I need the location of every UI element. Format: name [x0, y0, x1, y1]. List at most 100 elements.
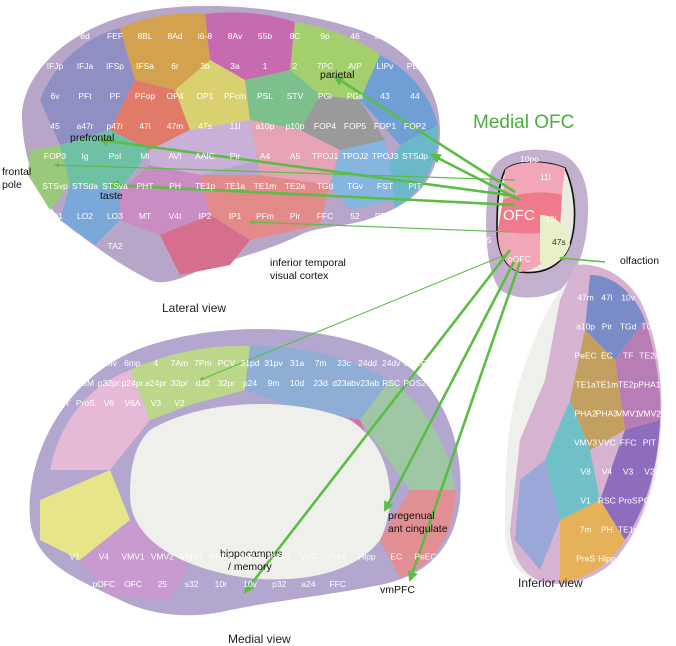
medial-region-label: 24dd — [358, 358, 377, 368]
inferior-region-label: PIT — [643, 437, 656, 447]
medial-region-label: 4 — [154, 358, 159, 368]
lateral-region-label: LBelt — [45, 241, 65, 251]
lateral-region-label: IP1 — [229, 211, 242, 221]
lateral-region-label: PFop — [135, 91, 156, 101]
label-hippo-1: hippocampus — [220, 548, 282, 560]
lateral-region-label: MBelt — [404, 211, 426, 221]
medial-region-label: 23c — [337, 358, 351, 368]
arrow-parietal — [333, 75, 516, 194]
medial-region-label: PHA2 — [239, 551, 261, 561]
lateral-region-label: PEF — [407, 61, 424, 71]
lateral-region-label: IP2 — [199, 211, 212, 221]
lateral-region-label: RI — [81, 241, 90, 251]
medial-region-label: SFL — [430, 358, 446, 368]
medial-region-label: VMV1 — [122, 551, 145, 561]
label-pregenual-2: ant cingulate — [388, 523, 448, 535]
inferior-region-label: TGv — [641, 321, 658, 331]
medial-region-label: 5L — [57, 358, 67, 368]
lateral-region-label: 45 — [50, 121, 60, 131]
inferior-region-label: V4 — [602, 466, 613, 476]
medial-region-label: RSC — [382, 378, 400, 388]
lateral-region-label: IFSa — [136, 61, 154, 71]
inferior-region-label: PeEC — [574, 350, 596, 360]
medial-region-label: DVT — [53, 398, 70, 408]
medial-region-label: V3 — [151, 398, 162, 408]
medial-region-label: 31a — [290, 358, 304, 368]
lateral-region-label: FOP3 — [44, 151, 66, 161]
medial-region-label: v23ab — [356, 378, 379, 388]
lateral-region-label: FFC — [317, 211, 334, 221]
lateral-region-label: FEF — [107, 31, 123, 41]
lateral-region-label: 8BL — [137, 31, 152, 41]
medial-region-label: 8BM — [77, 378, 94, 388]
lateral-region-label: 1 — [263, 61, 268, 71]
medial-region-label: V2 — [174, 398, 185, 408]
inferior-region-label: TE2p — [618, 379, 639, 389]
inferior-region-label: TE1m — [596, 379, 619, 389]
inferior-region-label: V3 — [623, 466, 634, 476]
arrow-pregenual — [383, 259, 517, 512]
roi-47s-label: 47s — [552, 237, 566, 247]
lateral-region-label: AIP — [348, 61, 362, 71]
lateral-region-label: A5 — [290, 151, 301, 161]
medial-region-label: SCEF — [403, 358, 426, 368]
lateral-region-label: 6a — [50, 31, 60, 41]
lateral-region-label: 47m — [167, 121, 184, 131]
inferior-region-label: EC — [601, 350, 613, 360]
lateral-region-label: PBelt — [375, 211, 396, 221]
lateral-region-label: 44 — [410, 91, 420, 101]
medial-region-label: d23ab — [332, 378, 356, 388]
inferior-region-label: VMV2 — [638, 408, 661, 418]
lateral-region-label: AAIC — [195, 151, 215, 161]
inferior-region-label: PHA3 — [596, 408, 618, 418]
lateral-region-label: PFcm — [224, 91, 246, 101]
lateral-region-label: PGi — [318, 91, 332, 101]
lateral-region-label: STSva — [102, 181, 128, 191]
lateral-region-label: 6v — [51, 91, 61, 101]
medial-region-label: EC — [390, 551, 402, 561]
inferior-region-label: 7m — [580, 524, 592, 534]
inferior-region-label: PHA1 — [638, 379, 660, 389]
lateral-region-label: OP4 — [166, 91, 183, 101]
lateral-region-label: LO1 — [47, 211, 63, 221]
lateral-region-label: TE1a — [225, 181, 246, 191]
medial-region-label: 7m — [315, 358, 327, 368]
lateral-region-label: FOP4 — [314, 121, 336, 131]
caption-lateral: Lateral view — [162, 301, 226, 315]
medial-region-label: V1 — [69, 551, 80, 561]
lateral-region-label: V4t — [169, 211, 182, 221]
arrow-olfaction — [558, 255, 606, 263]
medial-region-label: 32pr — [218, 378, 235, 388]
lateral-region-label: 46 — [350, 31, 360, 41]
lateral-region-label: 52 — [350, 211, 360, 221]
lateral-region-label: Pir — [230, 151, 241, 161]
roi-25-label: 25 — [482, 235, 492, 245]
medial-region-label: 31pv — [264, 358, 283, 368]
medial-region-label: 5m — [79, 358, 91, 368]
lateral-region-label: PF — [110, 91, 121, 101]
inferior-region-label: POS1 — [638, 495, 661, 505]
label-olfaction: olfaction — [620, 255, 659, 267]
medial-region-label: 7Am — [171, 358, 188, 368]
lateral-region-label: p10p — [286, 121, 305, 131]
caption-inferior: Inferior view — [518, 576, 583, 590]
lateral-region-label: 9p — [320, 31, 330, 41]
medial-region-label: p32pr — [98, 378, 120, 388]
inferior-region-label: TF — [623, 350, 633, 360]
medial-region-label: POS1 — [427, 378, 450, 388]
label-itvc-1: inferior temporal — [270, 257, 346, 269]
arrow-frontal-pole — [54, 162, 516, 181]
medial-region-label: 9m — [268, 378, 280, 388]
lateral-region-label: 43 — [380, 91, 390, 101]
inferior-region-label: 10r — [643, 292, 655, 302]
lateral-region-label: 11l — [230, 121, 241, 131]
medial-region-label: TGv — [67, 579, 84, 589]
lateral-region-label: PFm — [256, 211, 274, 221]
roi-ofc-label: OFC — [503, 207, 535, 224]
lateral-region-label: AVI — [168, 151, 181, 161]
inferior-region-label: ProS — [619, 495, 638, 505]
lateral-region-label: 6r — [171, 61, 179, 71]
label-taste: taste — [100, 190, 123, 202]
